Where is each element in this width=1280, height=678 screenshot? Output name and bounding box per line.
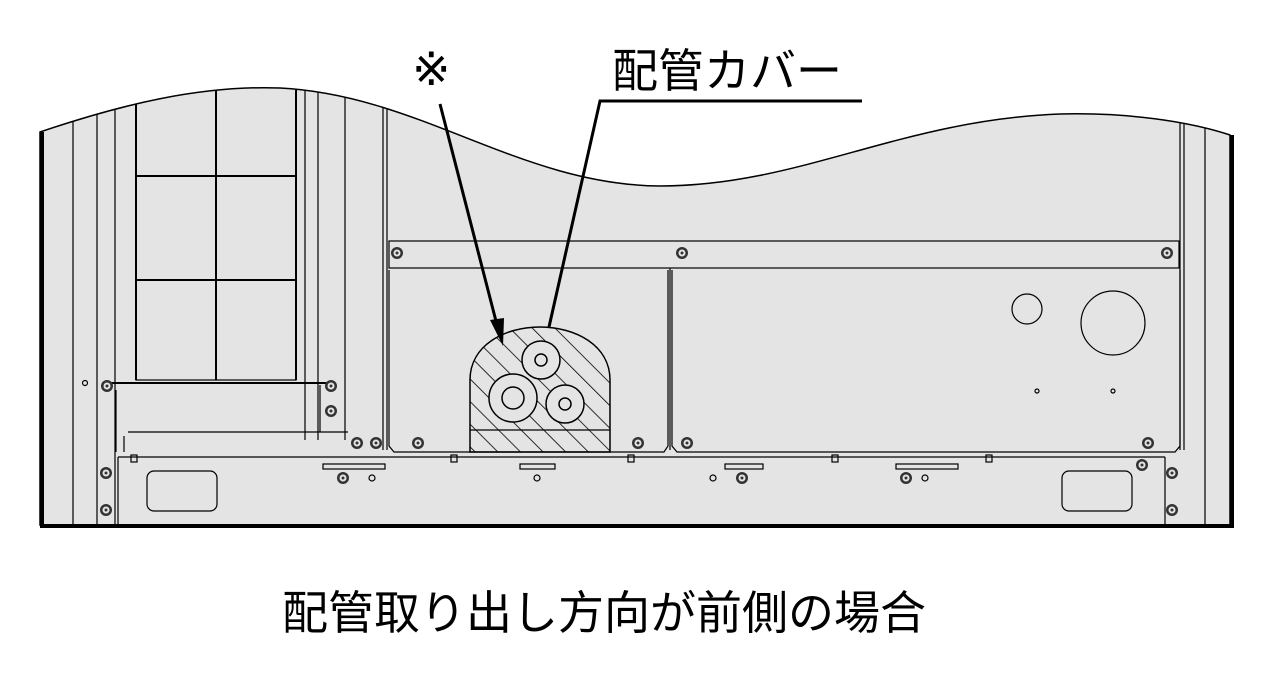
pipe-cover-leader: [547, 99, 862, 328]
note-mark-label: ※: [412, 42, 451, 96]
unit-details: [72, 87, 1206, 525]
screw-icon: [370, 437, 382, 449]
screw-icon: [1136, 459, 1148, 471]
screw-icon: [900, 472, 912, 484]
screw-icon: [100, 467, 112, 479]
screw-icon: [101, 380, 113, 392]
screw-icon: [325, 405, 337, 417]
screw-icon: [676, 247, 688, 259]
screw-icon: [391, 247, 403, 259]
pipe-cover: [469, 326, 611, 453]
screw-icon: [1166, 504, 1178, 516]
screw-icon: [632, 437, 644, 449]
screw-group: [100, 247, 1178, 516]
screw-icon: [100, 504, 112, 516]
screw-icon: [351, 437, 363, 449]
unit-body: [39, 86, 1231, 526]
pipe-cover-label: 配管カバー: [612, 44, 842, 98]
screw-icon: [337, 472, 349, 484]
note-arrow: [438, 103, 504, 346]
unit-outline: [40, 132, 1234, 528]
screw-icon: [1166, 467, 1178, 479]
screw-icon: [1161, 247, 1173, 259]
screw-icon: [681, 437, 693, 449]
screw-icon: [1142, 437, 1154, 449]
screw-icon: [412, 437, 424, 449]
screw-icon: [736, 472, 748, 484]
fan-guard-grille: [104, 87, 330, 384]
screw-icon: [325, 380, 337, 392]
diagram-caption: 配管取り出し方向が前側の場合: [282, 586, 926, 640]
pipes: [488, 340, 585, 424]
